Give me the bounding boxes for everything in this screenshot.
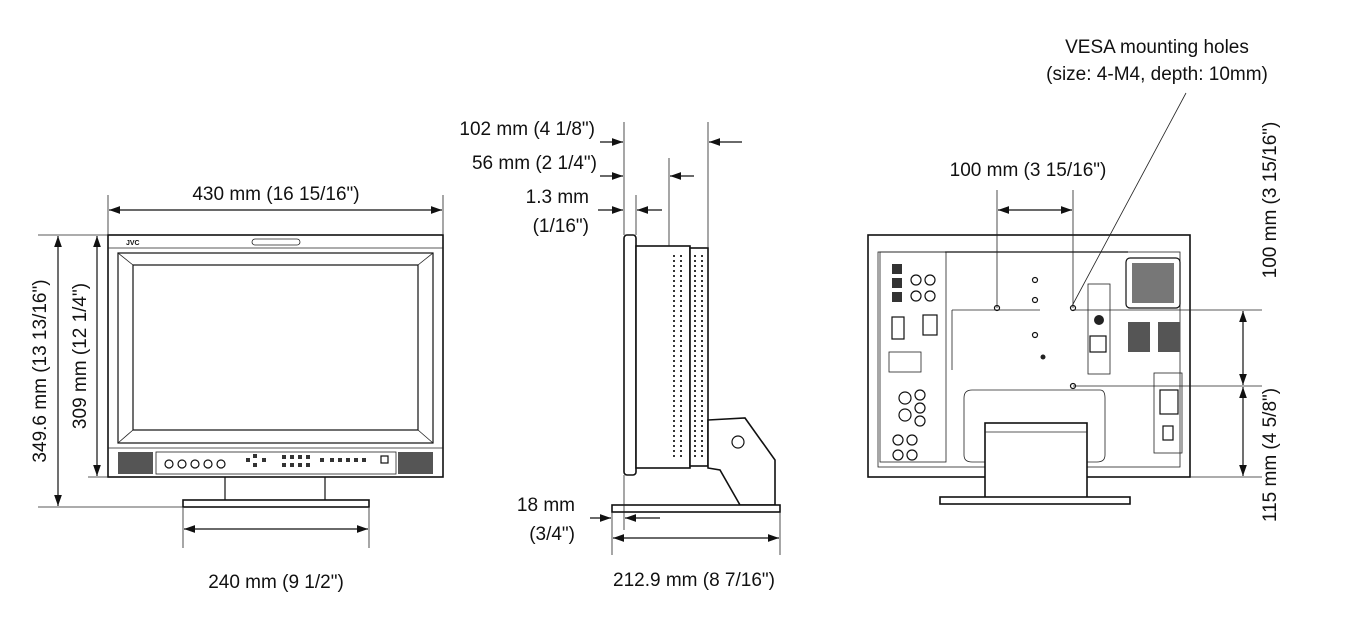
monitor-side-drawing (611, 234, 781, 513)
front-control-buttons (246, 454, 389, 467)
panel-height-label: 309 mm (12 1/4") (70, 283, 91, 429)
vesa-note-line1: VESA mounting holes (1065, 37, 1249, 58)
front-control-knobs (164, 459, 226, 469)
depth-total-label: 102 mm (4 1/8") (459, 119, 595, 140)
side-view: 102 mm (4 1/8") 56 mm (2 1/4") 1.3 mm (1… (459, 119, 781, 591)
rear-view: 100 mm (3 15/16") 100 mm (3 15/16") 115 … (867, 37, 1281, 522)
stand-offset-label-line1: 18 mm (517, 495, 575, 516)
vesa-height-label: 115 mm (4 5/8") (1260, 388, 1281, 522)
bezel-label-line2: (1/16") (533, 216, 589, 237)
vesa-vertical-label: 100 mm (3 15/16") (1260, 122, 1281, 279)
bezel-label-line1: 1.3 mm (526, 187, 589, 208)
monitor-front-drawing: JVC (107, 234, 444, 508)
vesa-horizontal-label: 100 mm (3 15/16") (950, 160, 1107, 181)
vesa-leader-line (1071, 92, 1187, 307)
front-view: JVC (30, 184, 444, 593)
monitor-rear-drawing (867, 234, 1191, 505)
stand-width-label: 240 mm (9 1/2") (208, 572, 344, 593)
width-label: 430 mm (16 15/16") (192, 184, 359, 205)
depth-body-label: 56 mm (2 1/4") (472, 153, 597, 174)
total-height-label: 349.6 mm (13 13/16") (30, 279, 51, 462)
rear-connectors (888, 264, 938, 461)
jvc-logo: JVC (126, 240, 140, 247)
vesa-note-line2: (size: 4-M4, depth: 10mm) (1046, 64, 1268, 85)
stand-offset-label-line2: (3/4") (529, 524, 575, 545)
stand-depth-label: 212.9 mm (8 7/16") (613, 570, 775, 591)
